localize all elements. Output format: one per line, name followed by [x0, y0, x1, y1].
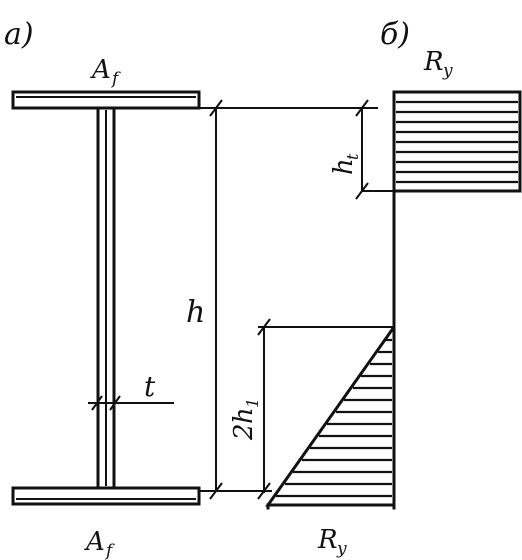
plastic-zone-label: h: [329, 158, 359, 175]
height-tick-top: [209, 99, 223, 117]
elastic-zone-tick-top: [257, 318, 271, 336]
top-block-hatching: [396, 100, 518, 184]
elastic-zone-subscript: 1: [243, 398, 262, 408]
stress-diagram: [265, 90, 522, 510]
bottom-stress-subscript: y: [336, 539, 347, 559]
plastic-zone-subscript: t: [343, 153, 362, 160]
top-stress-subscript: y: [442, 61, 453, 81]
elastic-zone-prefix: 2: [229, 423, 259, 441]
panel-a-label: a): [4, 17, 34, 52]
plastic-zone-tick-top: [355, 99, 369, 117]
elastic-zone-label: h: [229, 407, 259, 424]
plastic-zone-tick-bottom: [355, 182, 369, 200]
web-thickness-tick-left: [91, 395, 103, 411]
bottom-elastic-stress-triangle: [265, 322, 396, 507]
plastic-zone-dimension: [355, 99, 394, 200]
height-tick-bottom: [209, 482, 223, 500]
top-flange-area-subscript: f: [110, 69, 121, 89]
elastic-zone-tick-bottom: [257, 482, 271, 500]
elastic-zone-dimension: [257, 318, 394, 500]
panel-b-label: б): [380, 17, 410, 52]
height-label: h: [186, 295, 205, 330]
web-thickness-label: t: [144, 370, 156, 403]
bottom-stress-label: R: [317, 525, 338, 555]
elastic-zone-label-group: 2 h 1: [229, 398, 262, 441]
plastic-zone-label-group: h t: [329, 153, 362, 175]
bottom-flange: [11, 486, 201, 506]
height-dimension: [199, 99, 378, 500]
top-flange-area-label: A: [90, 55, 111, 85]
bottom-flange-area-label: A: [84, 527, 105, 557]
top-stress-label: R: [423, 47, 444, 77]
bottom-flange-area-subscript: f: [104, 541, 115, 560]
web-thickness-tick-right: [109, 395, 121, 411]
top-flange: [11, 90, 201, 110]
i-beam-section: [11, 90, 201, 506]
bottom-triangle-hatching: [276, 338, 392, 498]
